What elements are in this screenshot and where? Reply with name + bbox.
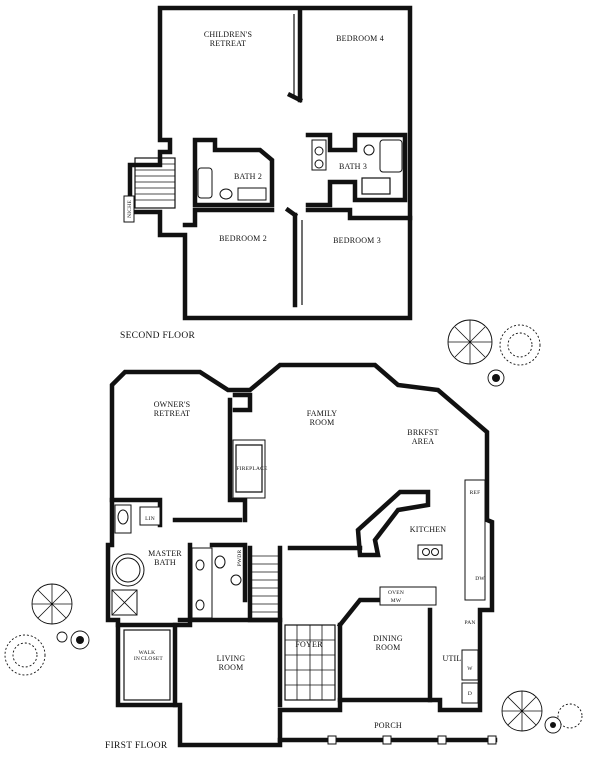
living-room-label-line2: ROOM — [219, 663, 244, 672]
first-floor-label: FIRST FLOOR — [105, 741, 168, 751]
walk-in-closet-label-line1: WALK — [139, 650, 156, 656]
shrub-icon — [557, 703, 583, 729]
bedroom3-label: BEDROOM 3 — [333, 236, 381, 245]
family-room-label-line2: ROOM — [310, 418, 335, 427]
dw-label: DW — [475, 576, 485, 582]
dryer-label: D — [468, 691, 472, 697]
ref-label: REF — [470, 490, 481, 496]
owners-retreat-label-line1: OWNER'S — [154, 400, 191, 409]
shrub-icon — [499, 324, 541, 366]
washer-label: W — [467, 666, 473, 672]
bath2-label: BATH 2 — [234, 172, 262, 181]
niche-label: NICHE — [127, 200, 133, 218]
shrub-icon — [4, 634, 46, 676]
shrub-icon — [487, 369, 505, 387]
family-room-label-line1: FAMILY — [307, 409, 337, 418]
foyer-label: FOYER — [295, 640, 323, 649]
brkfst-area-label-line2: AREA — [412, 437, 435, 446]
bedroom2-label: BEDROOM 2 — [219, 234, 267, 243]
master-bath-label-line2: BATH — [154, 558, 176, 567]
fireplace-label: FIREPLACE — [236, 466, 268, 472]
walk-in-closet-label-line3: CLOSET — [141, 656, 163, 662]
master-bath-label-line1: MASTER — [148, 549, 182, 558]
second-floor-stair — [123, 157, 176, 223]
second-floor-label: SECOND FLOOR — [120, 331, 195, 341]
bedroom4-label: BEDROOM 4 — [336, 34, 384, 43]
pan-label: PAN — [464, 620, 475, 626]
dining-room-label-line1: DINING — [373, 634, 403, 643]
first-floor-plan: OWNER'S RETREAT FAMILY ROOM BRKFST AREA … — [105, 362, 498, 751]
dining-room-label-line2: ROOM — [376, 643, 401, 652]
kitchen-label: KITCHEN — [410, 525, 447, 534]
mw-label: MW — [391, 598, 402, 604]
owners-retreat-label-line2: RETREAT — [154, 409, 191, 418]
util-label: UTIL — [442, 654, 461, 663]
bath3-label: BATH 3 — [339, 162, 367, 171]
oven-label: OVEN — [388, 590, 404, 596]
childrens-retreat-label-line2: RETREAT — [210, 39, 247, 48]
tree-icon — [31, 583, 73, 625]
second-floor-plan: CHILDREN'S RETREAT BEDROOM 4 BATH 2 BATH… — [120, 5, 413, 341]
pwdr-label: PWDR — [237, 550, 243, 567]
porch-label: PORCH — [374, 721, 402, 730]
lin-label: LIN — [145, 516, 155, 522]
foyer-tile-grid — [285, 625, 335, 700]
tree-icon — [501, 690, 543, 732]
walk-in-closet-label-line2: IN — [134, 656, 140, 662]
living-room-label-line1: LIVING — [217, 654, 246, 663]
tree-icon — [447, 319, 493, 365]
childrens-retreat-label-line1: CHILDREN'S — [204, 30, 252, 39]
brkfst-area-label-line1: BRKFST — [407, 428, 438, 437]
shrub-icon — [70, 630, 90, 650]
landscape-trees — [4, 319, 583, 734]
first-floor-stair — [247, 545, 283, 623]
shrub-icon — [56, 631, 68, 643]
shrub-icon — [544, 716, 562, 734]
